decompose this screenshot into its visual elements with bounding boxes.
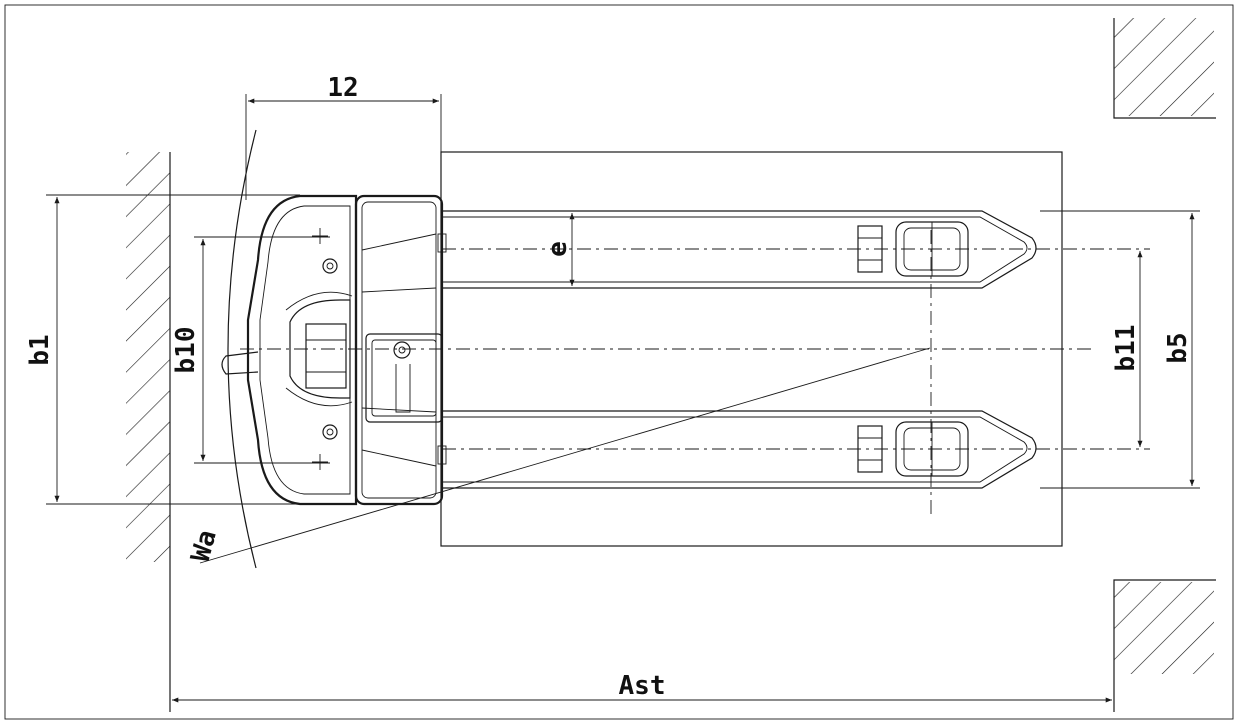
dim-wa-label: Wa (186, 527, 223, 565)
tiller-cover (246, 194, 358, 506)
dimension-ast: Ast (171, 671, 1112, 703)
dim-b10-label: b10 (171, 327, 201, 374)
drawing-frame (4, 4, 1234, 720)
dim-b5-label: b5 (1163, 332, 1193, 363)
top-right-wall (1113, 18, 1216, 119)
center-lines (240, 230, 1150, 516)
drive-unit (289, 299, 351, 399)
dim-ast-label: Ast (619, 671, 666, 701)
wa-radius-line (199, 347, 931, 564)
dimension-e: e (543, 212, 575, 286)
dimension-12: 12 (245, 73, 442, 200)
dimension-b5: b5 (1040, 210, 1200, 489)
bottom-right-wall (1113, 579, 1216, 712)
fork-upper (442, 210, 1037, 289)
truck-body (221, 194, 447, 506)
left-wall (126, 152, 171, 712)
pump-block (365, 333, 443, 423)
dimension-b10: b10 (171, 236, 330, 464)
dimension-b11: b11 (1111, 251, 1143, 447)
dim-e-label: e (543, 241, 573, 257)
dimension-b1: b1 (25, 194, 300, 505)
dim-b11-label: b11 (1111, 325, 1141, 372)
fork-lower (442, 410, 1037, 489)
dim-12-label: 12 (327, 73, 358, 103)
handle-stub (221, 351, 259, 375)
dim-b1-label: b1 (25, 334, 55, 365)
